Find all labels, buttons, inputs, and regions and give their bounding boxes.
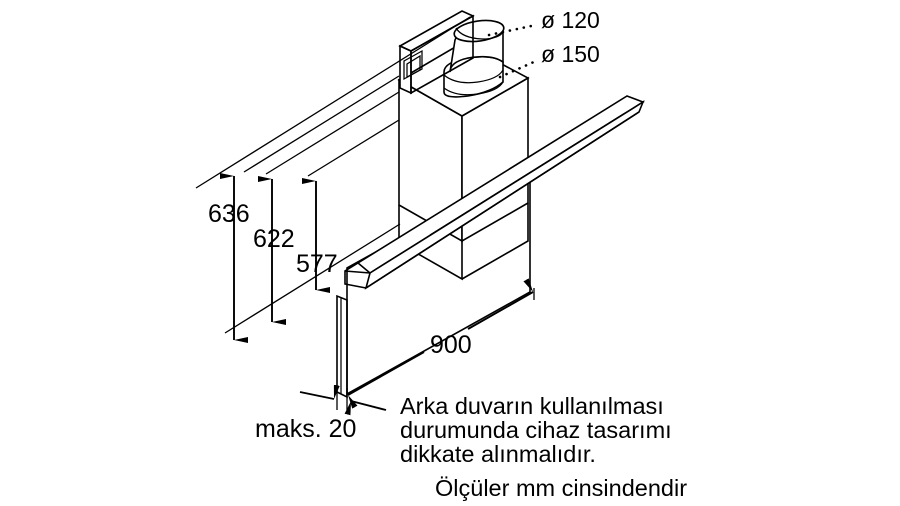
dimension-636-label: 636 [208,200,250,228]
duct-connector [443,19,505,98]
wall-reference-lines [195,16,471,334]
note-line-3: dikkate alınmalıdır. [400,441,596,467]
duct-diameter-120-label: ø 120 [541,7,600,33]
inclined-canopy [344,95,645,290]
duct-diameter-120: ø 120 [487,7,600,37]
note-line-1: Arka duvarın kullanılması [400,393,664,419]
note-line-4: Ölçüler mm cinsindendir [435,475,687,501]
note-line-2: durumunda cihaz tasarımı [400,417,672,443]
dimension-622-label: 622 [253,225,295,253]
units-note: Ölçüler mm cinsindendir [435,475,687,501]
duct-diameter-150: ø 150 [498,41,600,79]
dimension-636: 636 [208,173,250,343]
dimension-900-label: 900 [430,331,472,359]
dimension-622: 622 [253,176,295,325]
duct-diameter-150-label: ø 150 [541,41,600,67]
back-wall-panel [336,294,348,399]
dimension-900: 900 [347,278,535,409]
dimension-maks-20-label: maks. 20 [255,415,356,443]
dimension-577: 577 [296,178,338,293]
installation-note: Arka duvarın kullanılması durumunda ciha… [400,393,672,467]
dimension-maks-20: maks. 20 [255,384,387,443]
dimension-577-label: 577 [296,250,338,278]
